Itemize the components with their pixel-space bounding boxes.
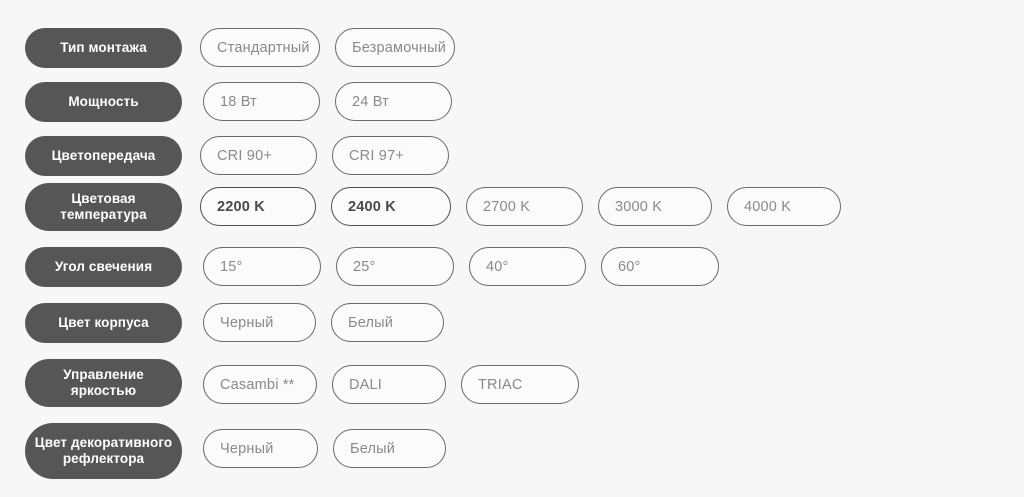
option-pill-frameless[interactable]: Безрамочный [335, 28, 455, 67]
option-pill-4000k[interactable]: 4000 K [727, 187, 841, 226]
option-pill-24w[interactable]: 24 Вт [335, 82, 452, 121]
option-group-beam-angle: 15° 25° 40° 60° [203, 247, 719, 286]
option-group-dimming-control: Casambi ** DALI TRIAC [203, 365, 579, 404]
option-pill-60deg[interactable]: 60° [601, 247, 719, 286]
option-pill-40deg[interactable]: 40° [469, 247, 586, 286]
option-pill-housing-white[interactable]: Белый [331, 303, 444, 342]
spec-label-reflector-color: Цвет декоративного рефлектора [25, 423, 182, 479]
option-pill-reflector-white[interactable]: Белый [333, 429, 446, 468]
option-pill-dali[interactable]: DALI [332, 365, 446, 404]
option-pill-triac[interactable]: TRIAC [461, 365, 579, 404]
spec-label-beam-angle: Угол свечения [25, 247, 182, 287]
option-pill-2200k[interactable]: 2200 K [200, 187, 316, 226]
spec-label-power: Мощность [25, 82, 182, 122]
option-pill-15deg[interactable]: 15° [203, 247, 321, 286]
option-pill-standard[interactable]: Стандартный [200, 28, 320, 67]
spec-label-housing-color: Цвет корпуса [25, 303, 182, 343]
option-pill-18w[interactable]: 18 Вт [203, 82, 320, 121]
option-pill-casambi[interactable]: Casambi ** [203, 365, 317, 404]
spec-label-color-temperature: Цветовая температура [25, 183, 182, 231]
spec-label-color-rendering: Цветопередача [25, 136, 182, 176]
option-pill-cri-97[interactable]: CRI 97+ [332, 136, 449, 175]
spec-label-mounting-type: Тип монтажа [25, 28, 182, 68]
option-pill-cri-90[interactable]: CRI 90+ [200, 136, 317, 175]
option-pill-housing-black[interactable]: Черный [203, 303, 316, 342]
option-group-reflector-color: Черный Белый [203, 429, 446, 468]
option-group-housing-color: Черный Белый [203, 303, 444, 342]
option-pill-2400k[interactable]: 2400 K [331, 187, 451, 226]
option-pill-reflector-black[interactable]: Черный [203, 429, 318, 468]
spec-label-dimming-control: Управление яркостью [25, 359, 182, 407]
option-group-mounting-type: Стандартный Безрамочный [200, 28, 455, 67]
option-pill-2700k[interactable]: 2700 K [466, 187, 583, 226]
option-pill-25deg[interactable]: 25° [336, 247, 454, 286]
option-group-color-temperature: 2200 K 2400 K 2700 K 3000 K 4000 K [200, 187, 841, 226]
option-group-power: 18 Вт 24 Вт [203, 82, 452, 121]
option-group-color-rendering: CRI 90+ CRI 97+ [200, 136, 449, 175]
option-pill-3000k[interactable]: 3000 K [598, 187, 712, 226]
